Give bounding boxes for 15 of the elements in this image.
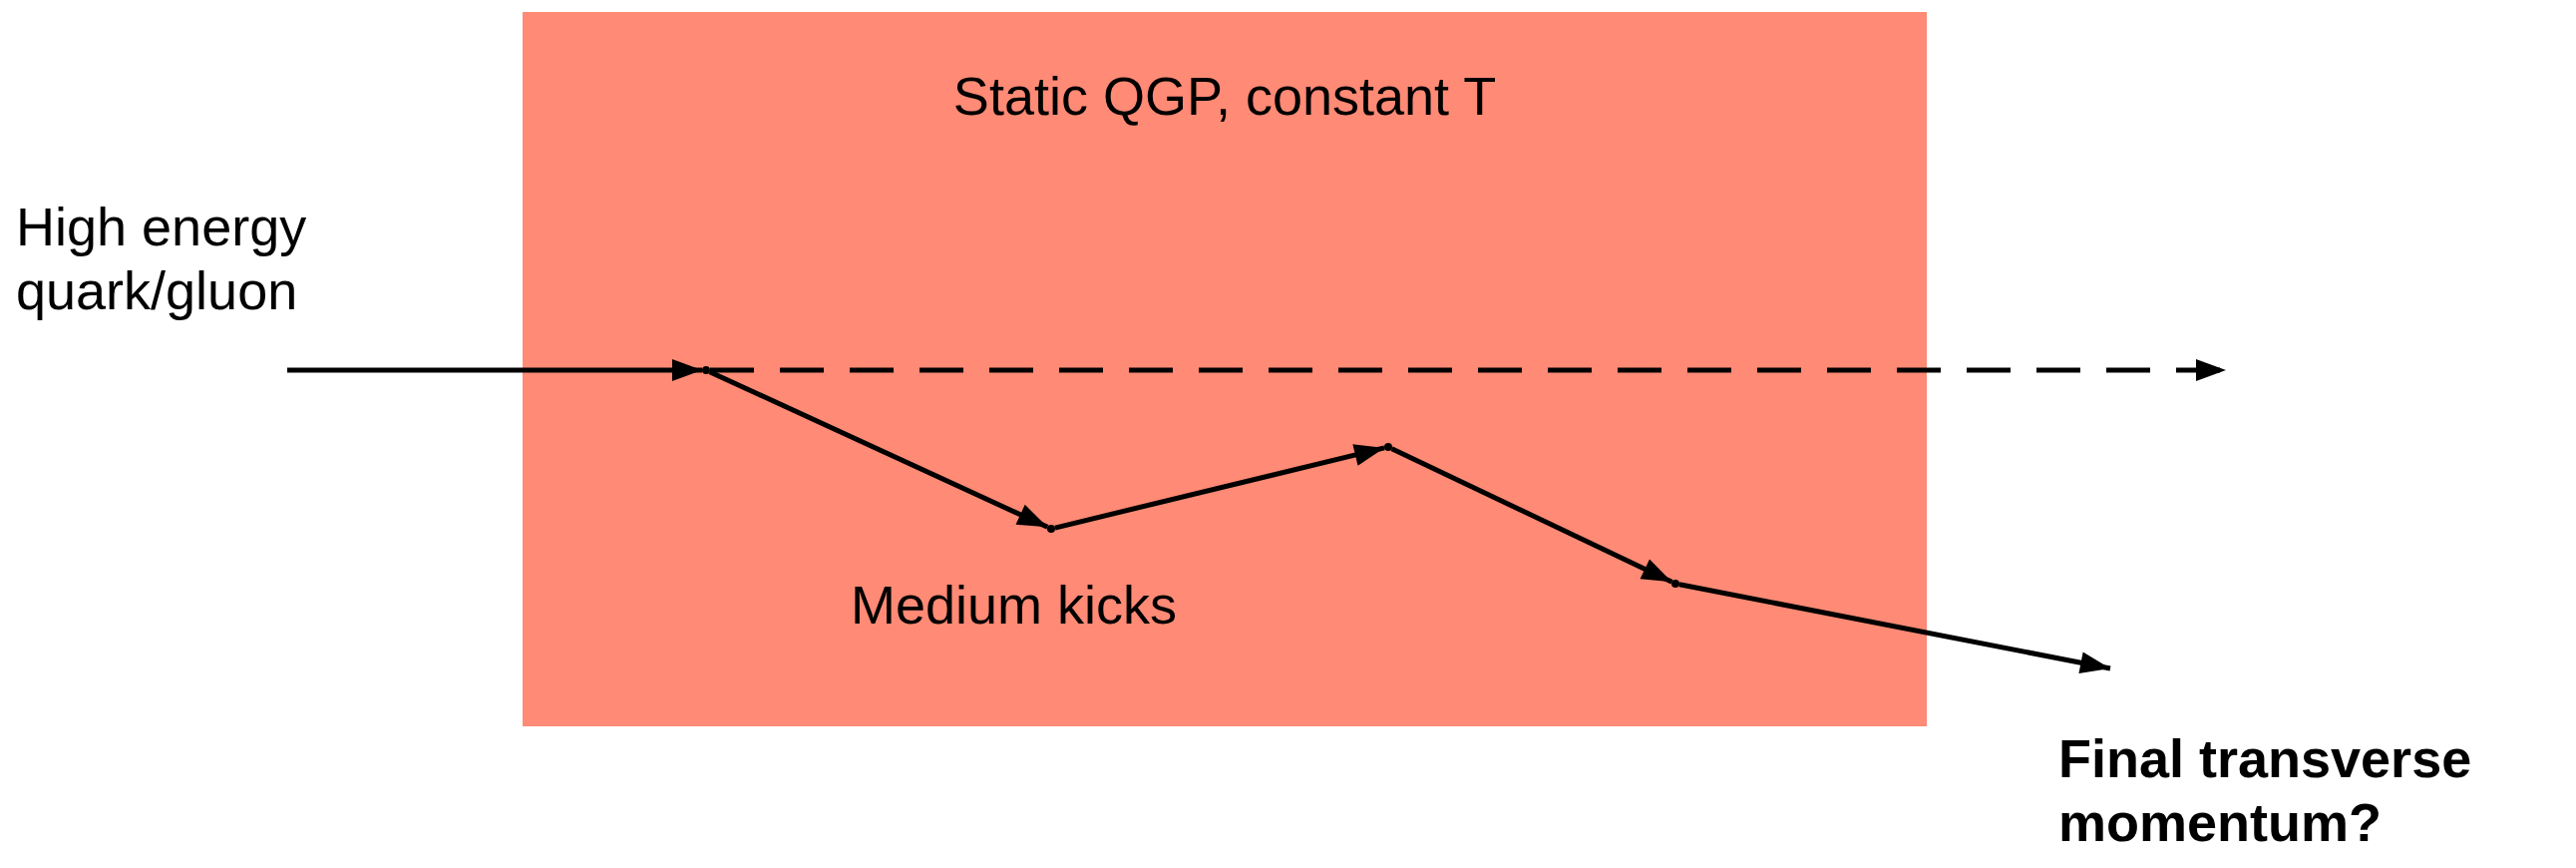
kink-point	[1384, 443, 1392, 451]
region-title: Static QGP, constant T	[951, 65, 1498, 128]
dashed-arrow	[710, 359, 2226, 381]
kink-point	[702, 366, 710, 374]
arrow	[1390, 446, 1673, 585]
arrow	[1054, 444, 1385, 531]
kink-point	[1671, 580, 1679, 588]
arrow	[1678, 582, 2111, 674]
plasma-region	[523, 12, 1927, 726]
arrow	[708, 369, 1049, 530]
arrow	[287, 359, 702, 381]
annotation-text: Final transverse momentum?	[2058, 727, 2473, 854]
annotation-text: High energy quark/gluon	[16, 196, 308, 322]
kink-point	[1047, 525, 1055, 533]
annotation-text: Medium kicks	[851, 574, 1179, 637]
